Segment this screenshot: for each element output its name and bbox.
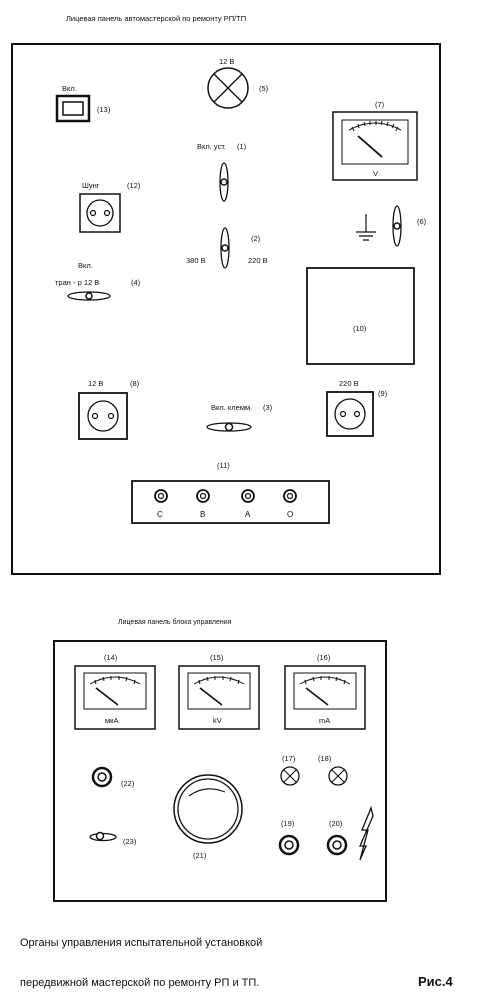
toggle-switch-23[interactable] (89, 831, 117, 842)
n23-label: (23) (123, 837, 137, 846)
regulator-knob-21[interactable] (173, 774, 243, 844)
n6-label: (6) (417, 217, 427, 226)
meter16-number: (16) (317, 653, 331, 662)
terminal-a[interactable] (241, 489, 255, 503)
panel1-title: Лицевая панель автомастерской по ремонту… (66, 14, 246, 23)
socket-12v-8[interactable] (78, 392, 128, 440)
transformer-switch-4[interactable] (67, 291, 111, 301)
panel2-frame (53, 640, 387, 902)
v380-label: 380 В (186, 256, 206, 265)
ground-icon (356, 214, 376, 241)
meter15-unit: kV (213, 716, 222, 725)
high-voltage-lightning-icon (359, 805, 374, 861)
shunt-socket-12[interactable] (79, 193, 121, 233)
lamp-voltage-label: 12 В (219, 57, 234, 66)
lamp-icon (207, 67, 249, 109)
main-toggle-switch-1[interactable] (219, 162, 229, 202)
n17-label: (17) (282, 754, 296, 763)
terminal-b[interactable] (196, 489, 210, 503)
terminal-c-label: С (157, 510, 163, 519)
button-20[interactable] (326, 834, 348, 856)
terminal-b-label: В (200, 510, 205, 519)
terminal-a-label: А (245, 510, 251, 519)
panel2-title: Лицевая панель блока управления (118, 618, 232, 626)
indicator-lamp-18 (328, 766, 348, 786)
n1-label: (1) (237, 142, 247, 151)
n10-label: (10) (353, 324, 367, 333)
terminal-o[interactable] (283, 489, 297, 503)
n21-label: (21) (193, 851, 207, 860)
socket-220v-9[interactable] (326, 391, 374, 437)
meter14-unit: мкА (105, 716, 118, 725)
socket12-label: Шунг (82, 181, 100, 190)
n5-label: (5) (259, 84, 269, 93)
switch13-label: Вкл. (62, 84, 77, 93)
n20-label: (20) (329, 819, 343, 828)
ground-switch-6[interactable] (392, 205, 402, 247)
button-19[interactable] (278, 834, 300, 856)
n18-label: (18) (318, 754, 332, 763)
n2-label: (2) (251, 234, 261, 243)
voltmeter-unit: V (373, 169, 378, 178)
panel1-frame (11, 43, 441, 575)
terminal-c[interactable] (154, 489, 168, 503)
switch1-label: Вкл. уст. (197, 142, 226, 151)
microammeter-icon (74, 665, 156, 730)
socket8-voltage: 12 В (88, 379, 103, 388)
caption-line2: передвижной мастерской по ремонту РП и Т… (20, 977, 259, 989)
switch3-label: Вкл. клемм. (211, 403, 252, 412)
n4-label: (4) (131, 278, 141, 287)
meter16-unit: mA (319, 716, 330, 725)
switch4-label1: Вкл. (78, 261, 93, 270)
terminal-switch-3[interactable] (206, 422, 252, 432)
voltmeter-icon (332, 111, 418, 181)
meter15-number: (15) (210, 653, 224, 662)
display-panel-10 (306, 267, 415, 365)
socket9-voltage: 220 В (339, 379, 359, 388)
n22-label: (22) (121, 779, 135, 788)
switch4-label2: тран - р 12 В (55, 278, 99, 287)
power-switch-13[interactable] (55, 94, 91, 123)
n3-label: (3) (263, 403, 273, 412)
n13-label: (13) (97, 105, 111, 114)
n11-label: (11) (217, 461, 230, 470)
n19-label: (19) (281, 819, 295, 828)
n12-label: (12) (127, 181, 141, 190)
button-22[interactable] (91, 766, 113, 788)
v220-label: 220 В (248, 256, 268, 265)
n7-label: (7) (375, 100, 385, 109)
kilovoltmeter-icon (178, 665, 260, 730)
meter14-number: (14) (104, 653, 118, 662)
figure-label: Рис.4 (418, 974, 454, 989)
caption-line1: Органы управления испытательной установк… (20, 937, 262, 949)
indicator-lamp-17 (280, 766, 300, 786)
milliammeter-icon (284, 665, 366, 730)
n9-label: (9) (378, 389, 388, 398)
n8-label: (8) (130, 379, 140, 388)
terminal-block-11 (131, 480, 330, 524)
terminal-o-label: О (287, 510, 293, 519)
voltage-selector-switch-2[interactable] (220, 227, 230, 269)
